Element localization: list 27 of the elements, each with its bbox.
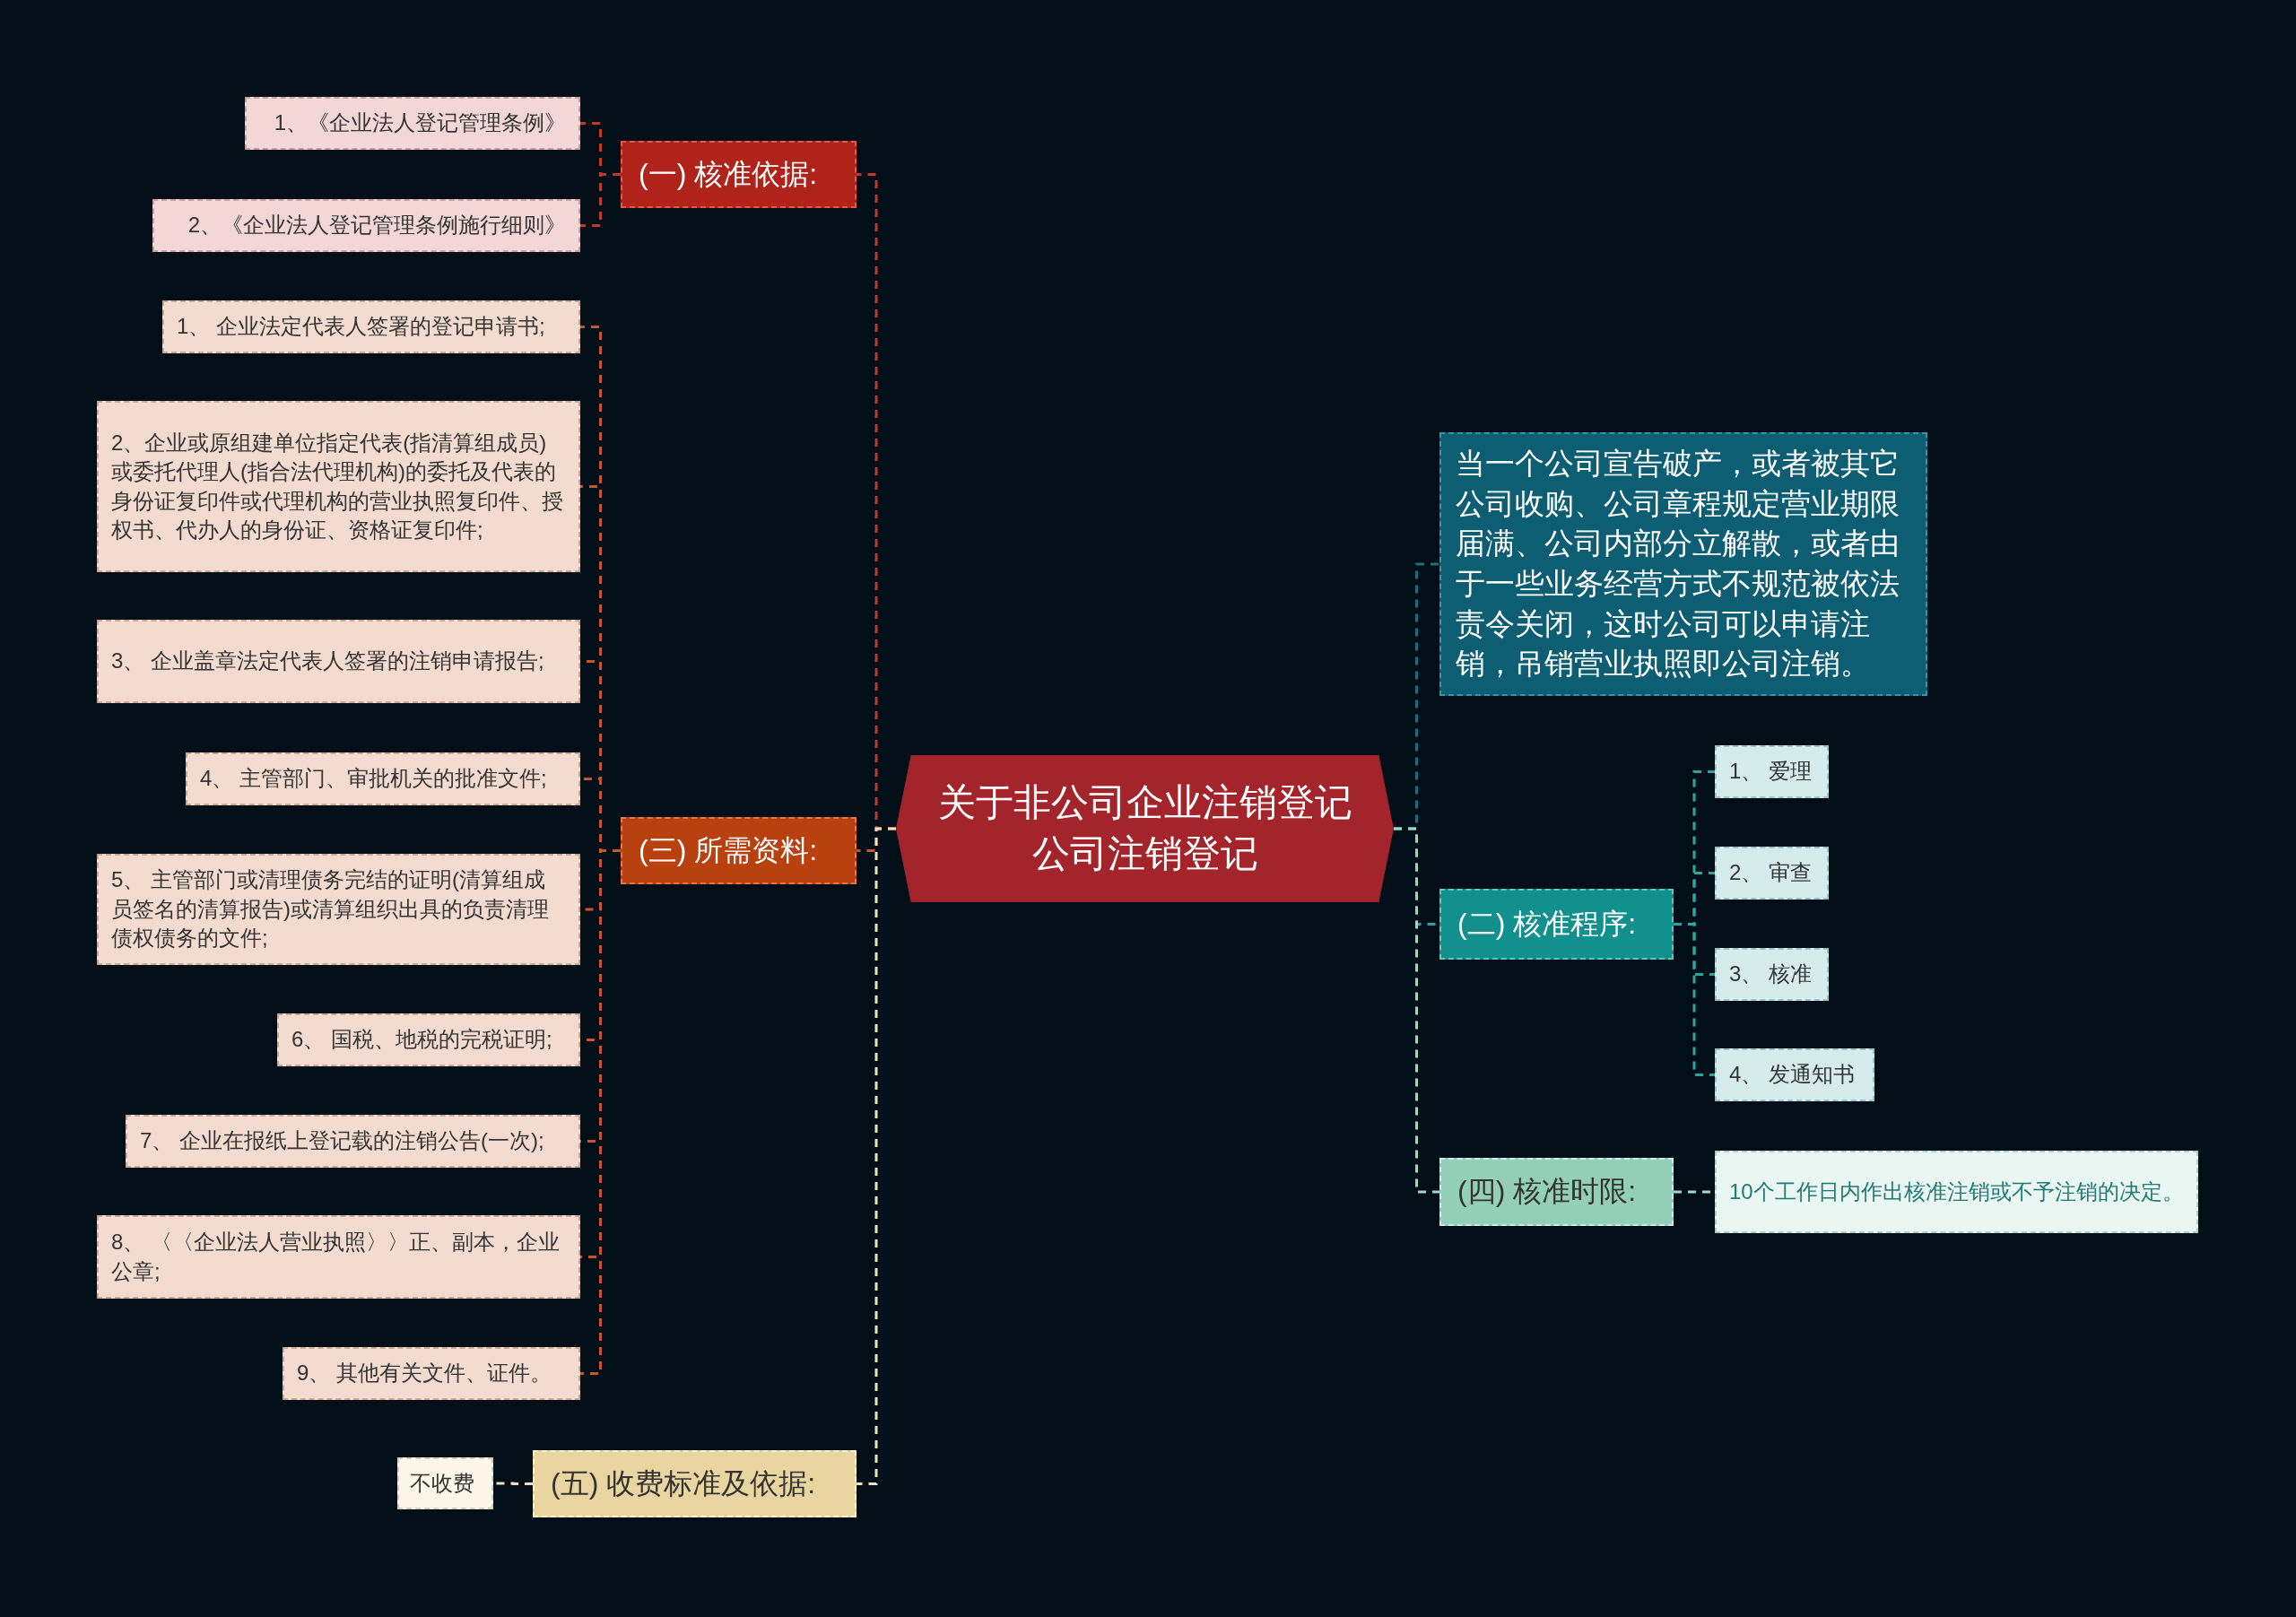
description-box: 当一个公司宣告破产，或者被其它公司收购、公司章程规定营业期限届满、公司内部分立解散，或者由于一些业务经营方式不规范被依法责令关闭，这时公司可以申请注销，吊销营业执照即公司注销。 <box>1439 432 1927 696</box>
item-box: 2、企业或原组建单位指定代表(指清算组成员)或委托代理人(指合法代理机构)的委托及代表的身份证复印件或代理机构的营业执照复印件、授权书、代办人的身份证、资格证复印件; <box>97 401 580 572</box>
connector-line <box>1394 827 1439 1194</box>
item-box: 3、 企业盖章法定代表人签署的注销申请报告; <box>97 620 580 703</box>
item-box: 3、 核准 <box>1715 948 1829 1001</box>
item-box: 1、《企业法人登记管理条例》 <box>245 97 580 150</box>
category-box: (一) 核准依据: <box>621 141 857 208</box>
category-box: (四) 核准时限: <box>1439 1158 1674 1226</box>
item-box: 5、 主管部门或清理债务完结的证明(清算组成员签名的清算报告)或清算组织出具的负责清理债权债务的文件; <box>97 854 580 965</box>
category-box: (五) 收费标准及依据: <box>533 1450 857 1517</box>
note-box: 10个工作日内作出核准注销或不予注销的决定。 <box>1715 1151 2198 1233</box>
item-box: 4、 主管部门、审批机关的批准文件; <box>186 752 580 805</box>
item-box: 不收费 <box>397 1457 493 1509</box>
connector-line <box>857 827 896 1485</box>
item-box: 9、 其他有关文件、证件。 <box>283 1347 580 1400</box>
category-box: (二) 核准程序: <box>1439 889 1674 960</box>
item-box: 7、 企业在报纸上登记载的注销公告(一次); <box>126 1115 580 1168</box>
connector-line <box>1674 923 1715 1076</box>
item-box: 2、《企业法人登记管理条例施行细则》 <box>152 199 580 252</box>
item-box: 8、 〈〈企业法人营业执照〉〉正、副本，企业公章; <box>97 1215 580 1299</box>
item-box: 1、 企业法定代表人签署的登记申请书; <box>162 300 580 353</box>
connector-line <box>580 173 621 227</box>
item-box: 4、 发通知书 <box>1715 1048 1874 1101</box>
item-box: 2、 审查 <box>1715 847 1829 900</box>
item-box: 6、 国税、地税的完税证明; <box>277 1013 580 1066</box>
item-box: 1、 爱理 <box>1715 745 1829 798</box>
category-box: (三) 所需资料: <box>621 817 857 884</box>
